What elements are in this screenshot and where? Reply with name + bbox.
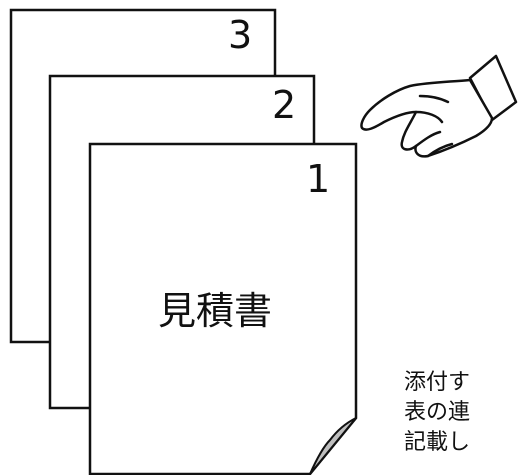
page-curl: [309, 417, 357, 475]
note-line: 記載し: [404, 430, 471, 455]
page-1-number: 1: [306, 157, 331, 201]
note-line: 添付す: [404, 370, 471, 395]
page-2-number: 2: [272, 83, 297, 127]
document-title: 見積書: [158, 289, 273, 333]
pointing-hand-icon: [360, 54, 518, 158]
note-text: 添付す 表の連 記載し: [404, 368, 521, 458]
note-line: 表の連: [404, 400, 471, 425]
page-3-number: 3: [228, 13, 253, 57]
